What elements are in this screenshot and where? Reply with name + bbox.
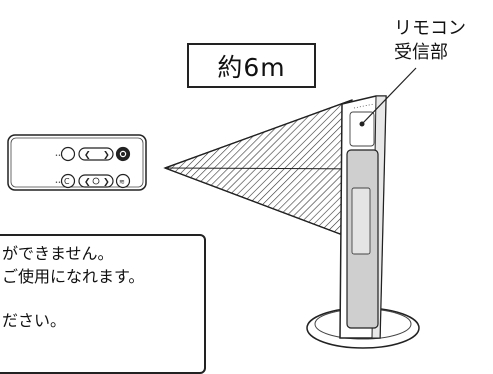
mode-arrow-icon	[78, 147, 114, 161]
note-line-1: ができません。	[2, 244, 114, 263]
svg-text:❯: ❯	[103, 177, 110, 186]
note-line-2: ご使用になれます。	[2, 267, 145, 286]
note-line-3: ださい。	[2, 311, 67, 330]
svg-text:C: C	[64, 177, 70, 186]
power-icon	[115, 146, 131, 162]
svg-text:≋: ≋	[119, 178, 125, 186]
sensor-leader-line	[361, 67, 417, 125]
svg-text:❯: ❯	[103, 150, 110, 159]
distance-label: 約6m	[217, 52, 286, 82]
remote-sensor-label: リモコン 受信部	[394, 17, 466, 65]
heater-remote-range-diagram: ••• ❮ ❯ ••• C ❮ ❯ ≋	[7, 67, 420, 349]
swing-icon	[60, 146, 76, 162]
heater-control-panel	[349, 111, 375, 147]
svg-text:❮: ❮	[84, 150, 91, 159]
sensor-label-line-2: 受信部	[394, 42, 448, 63]
heat-icon	[115, 173, 131, 189]
note-box: ができません。 ご使用になれます。 ださい。	[0, 234, 206, 374]
remote-button-row-bottom: ••• C ❮ ❯ ≋	[55, 173, 131, 189]
distance-label-box: 約6m	[187, 43, 316, 88]
eco-icon	[60, 173, 76, 189]
svg-text:•••: •••	[55, 153, 64, 159]
remote-button-row-top: ••• ❮ ❯	[55, 146, 131, 162]
heater-illustration	[306, 95, 420, 349]
sensor-label-line-1: リモコン	[394, 18, 466, 39]
remote-control-icon: ••• ❮ ❯ ••• C ❮ ❯ ≋	[7, 134, 147, 191]
timer-icon	[78, 174, 114, 188]
svg-text:❮: ❮	[84, 177, 91, 186]
svg-text:•••: •••	[55, 180, 64, 186]
